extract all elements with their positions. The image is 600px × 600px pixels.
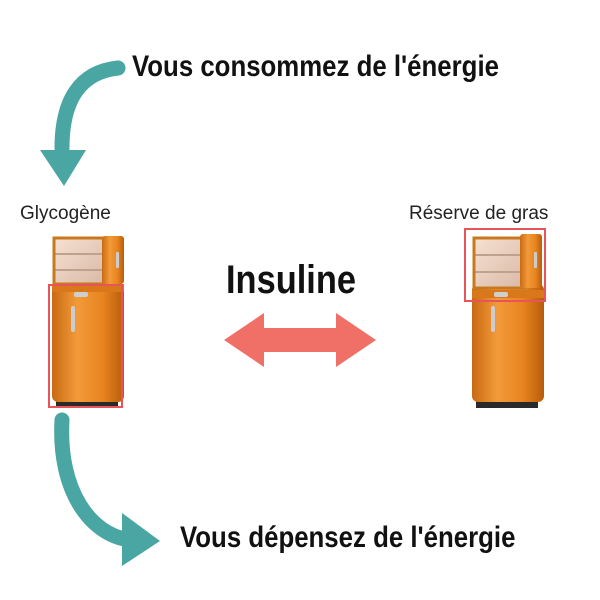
glycogen-label: Glycogène xyxy=(20,203,111,224)
fridge-icon xyxy=(52,236,124,408)
fridge-icon xyxy=(472,234,544,408)
fat-reserve-label: Réserve de gras xyxy=(409,203,549,224)
insulin-label: Insuline xyxy=(226,258,356,302)
double-arrow-icon xyxy=(224,313,376,367)
curved-arrow-icon xyxy=(54,412,160,566)
spend-energy-label: Vous dépensez de l'énergie xyxy=(180,521,516,554)
fat-reserve-highlight-box xyxy=(464,228,546,302)
glycogen-highlight-box xyxy=(48,284,123,408)
consume-energy-label: Vous consommez de l'énergie xyxy=(132,50,499,83)
curved-arrow-icon xyxy=(40,60,126,186)
